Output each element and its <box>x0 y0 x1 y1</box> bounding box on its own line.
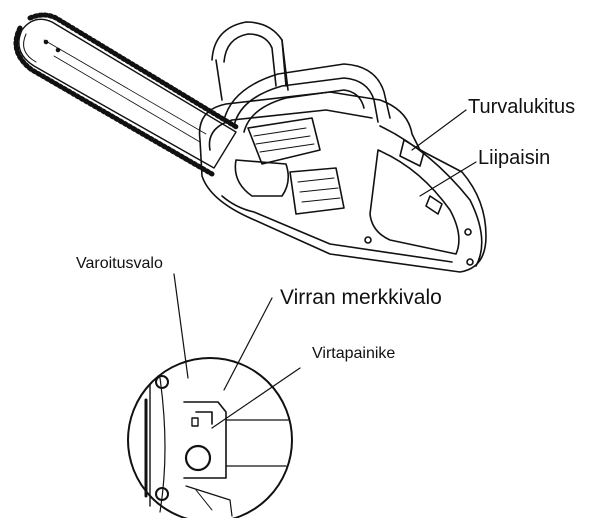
leader-lines <box>173 109 477 429</box>
power-indicator-label: Virran merkkivalo <box>280 286 442 309</box>
detail-inset <box>127 357 293 518</box>
guide-bar <box>13 12 241 177</box>
saw-body <box>198 21 487 273</box>
warning-light-label: Varoitusvalo <box>76 255 163 272</box>
trigger-label: Liipaisin <box>478 147 551 169</box>
power-button-label: Virtapainike <box>312 345 396 362</box>
safety-lock-label: Turvalukitus <box>468 96 576 118</box>
